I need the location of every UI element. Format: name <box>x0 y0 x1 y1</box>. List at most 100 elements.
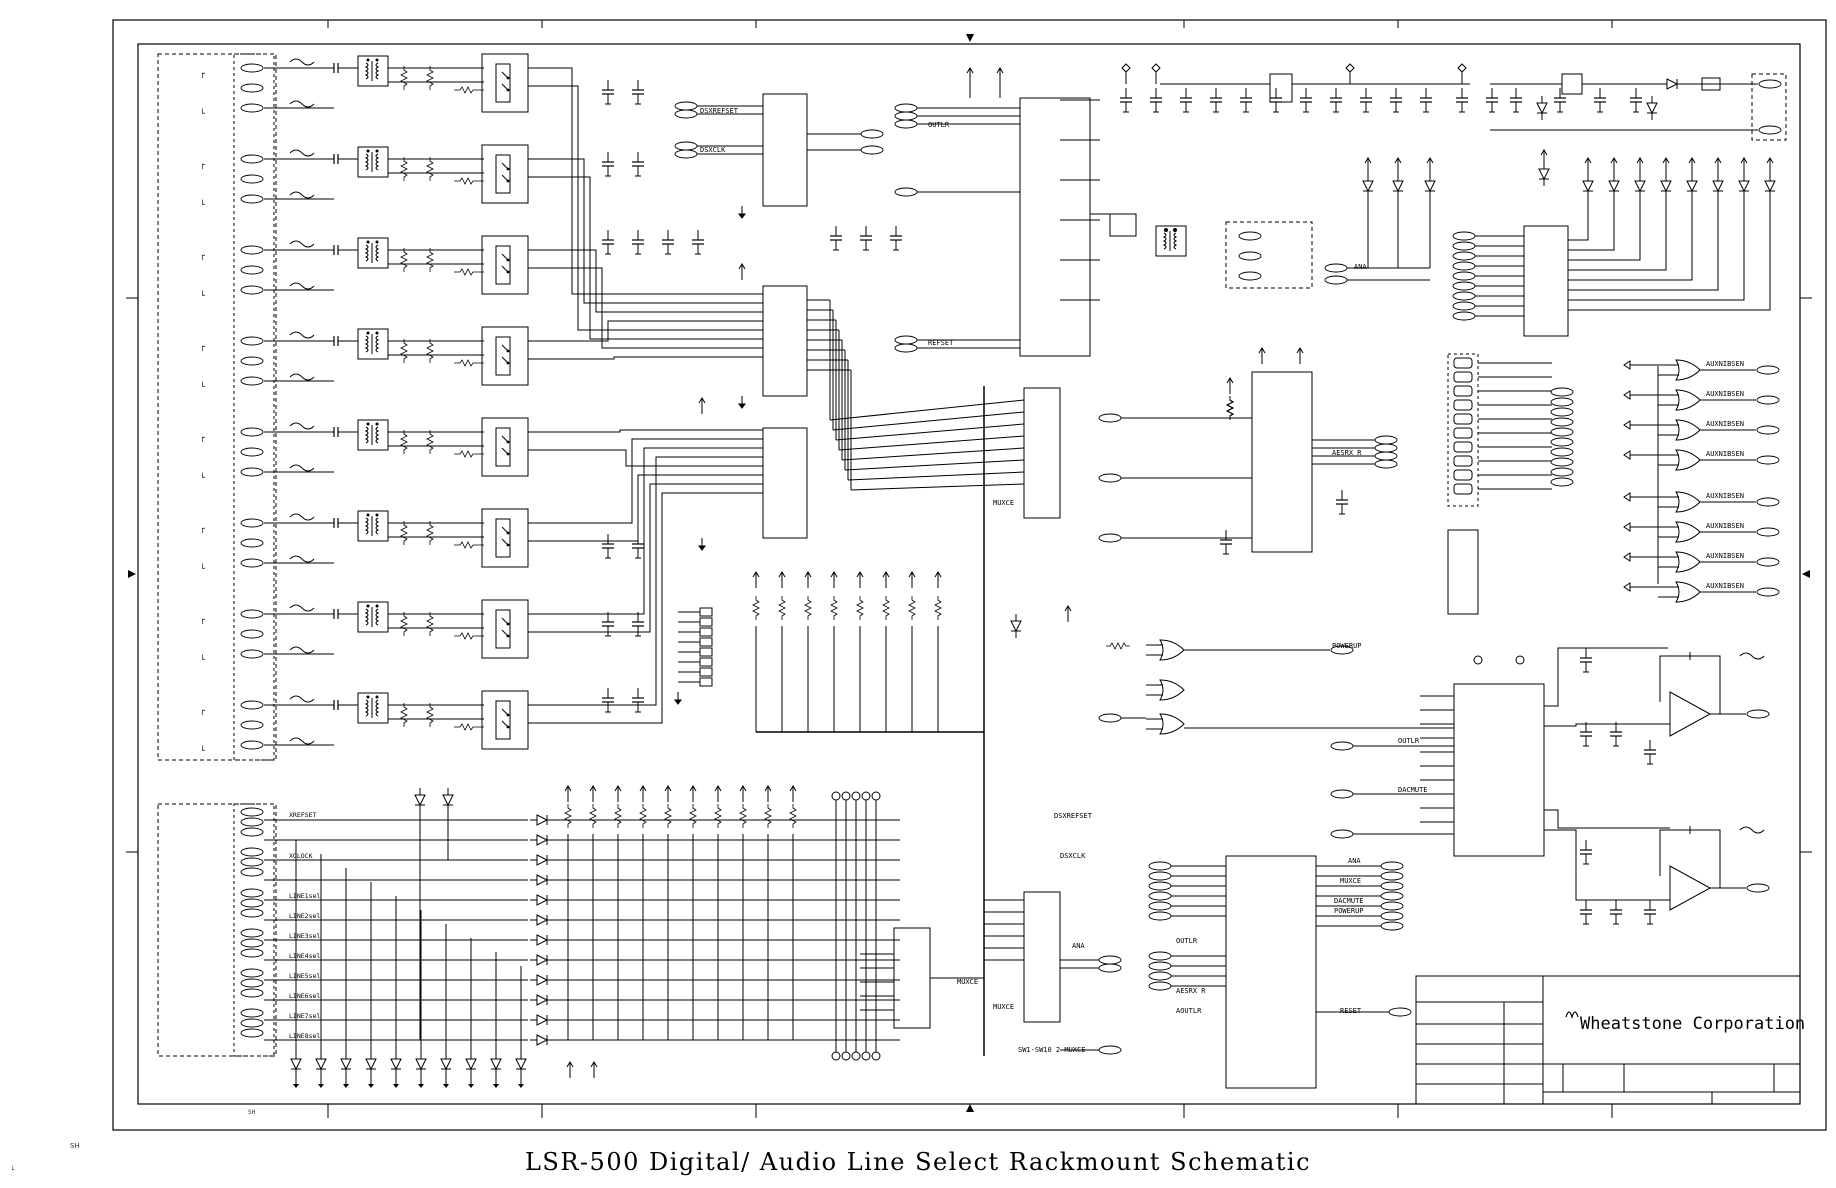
steering-diodes <box>264 785 1412 1089</box>
clamp-diode-icon <box>340 1051 352 1077</box>
diode-icon <box>1010 613 1022 639</box>
connector-pin <box>1380 921 1404 931</box>
ground-icon <box>467 1075 475 1089</box>
decoupling-capacitor-icon <box>1579 647 1593 673</box>
pullup-arrow-icon <box>908 571 916 589</box>
ferrite-icon <box>289 373 315 381</box>
connector-pin <box>240 720 264 730</box>
clamp-diode-icon <box>442 787 454 813</box>
led-output-label: AUXNIBSEN <box>1706 552 1744 560</box>
resistor-icon <box>689 803 697 829</box>
led-output-label: AUXNIBSEN <box>1706 360 1744 368</box>
supply-arrow-icon <box>966 67 974 85</box>
led-output-label: AUXNIBSEN <box>1706 420 1744 428</box>
supply-arrow-icon <box>566 1061 574 1079</box>
svg-text:└: └ <box>200 108 205 118</box>
transformer-icon <box>357 146 389 178</box>
dip-switch-icon <box>699 657 713 667</box>
ic-line-decoder-b <box>762 427 808 539</box>
decoupling-capacitor-icon <box>859 225 873 251</box>
connector-pin <box>1148 961 1172 971</box>
connector-pin <box>240 538 264 548</box>
connector-pin <box>1098 955 1122 965</box>
led-output-label: AUXNIBSEN <box>1706 390 1744 398</box>
decoupling-capacitor-icon <box>601 79 615 105</box>
connector-pin <box>240 1008 264 1018</box>
clamp-diode-icon <box>390 1051 402 1077</box>
transformer-icon <box>357 55 389 87</box>
supply-arrow-icon <box>1394 157 1402 175</box>
connector-pin <box>1148 951 1172 961</box>
connector-pin <box>1452 291 1476 301</box>
ground-icon <box>367 1075 375 1089</box>
svg-text:└: └ <box>200 563 205 573</box>
transformer-icon <box>357 692 389 724</box>
filter-capacitor-icon <box>1359 87 1373 113</box>
net-label-ana3: ANA <box>1348 857 1361 865</box>
connector-pin <box>1452 281 1476 291</box>
supply-arrow-icon <box>1426 157 1434 175</box>
decoupling-capacitor-icon <box>1643 899 1657 925</box>
ic-controller <box>1225 855 1317 1089</box>
net-label-dsxrefset2: DSXREFSET <box>1054 812 1093 820</box>
steering-diode-icon <box>529 874 555 886</box>
ferrite-icon <box>289 555 315 563</box>
dip-switch-icon <box>699 617 713 627</box>
ground-icon <box>417 1075 425 1089</box>
net-label-dacmute: DACMUTE <box>1398 786 1428 794</box>
connector-pin <box>894 103 918 113</box>
supply-arrow-icon <box>1296 347 1304 365</box>
supply-node-icon <box>1345 63 1355 73</box>
connector-pin <box>1550 447 1574 457</box>
steering-diode-icon <box>529 814 555 826</box>
connector-pin <box>1452 241 1476 251</box>
ground-icon <box>492 1075 500 1089</box>
net-label-muxce-note: SW1-SW10 2 MUXCE <box>1018 1046 1085 1054</box>
connector-pin <box>240 245 264 255</box>
connector-pin <box>1374 443 1398 453</box>
decoupling-capacitor-icon <box>1219 529 1233 555</box>
center-marks <box>128 34 1810 1112</box>
resistor-icon <box>426 247 434 273</box>
ferrite-icon <box>289 422 315 430</box>
steering-diode-icon <box>529 834 555 846</box>
audio-input-channels: ┌└┌└┌└┌└┌└┌└┌└┌└ <box>200 53 529 755</box>
net-label-dsxclk2: DSXCLK <box>1060 852 1086 860</box>
resistor-icon <box>400 520 408 546</box>
net-label-powerup: POWERUP <box>1332 642 1362 650</box>
filter-capacitor-icon <box>1509 87 1523 113</box>
dip-switch-icon <box>699 677 713 687</box>
connector-pin <box>240 898 264 908</box>
connector-pin <box>240 867 264 877</box>
filter-capacitor-icon <box>1629 87 1643 113</box>
resistor-icon <box>426 156 434 182</box>
power-supply <box>1119 63 1787 141</box>
pullup-arrow-icon <box>589 785 597 803</box>
clamp-diode-icon <box>440 1051 452 1077</box>
filter-capacitor-icon <box>1329 87 1343 113</box>
clamp-diode-icon <box>315 1051 327 1077</box>
input-channel: ┌└ <box>200 53 529 118</box>
connector-pin <box>1550 437 1574 447</box>
voltage-regulator-icon <box>1561 73 1583 95</box>
connector-pin <box>240 336 264 346</box>
clamp-diode-icon <box>490 1051 502 1077</box>
connector-pin <box>1756 557 1780 567</box>
ferrite-icon <box>289 513 315 521</box>
connector-pin <box>1550 467 1574 477</box>
connector-pin <box>1148 881 1172 891</box>
supply-arrow-icon <box>1688 157 1696 175</box>
resistor-icon <box>778 595 786 621</box>
led-icon <box>1634 173 1646 199</box>
net-label-muxce2: MUXCE <box>957 978 978 986</box>
connector-pin <box>1756 365 1780 375</box>
connector-pin <box>674 149 698 159</box>
ic-mux-latch-b <box>1023 891 1061 1023</box>
connector-pin <box>1758 79 1782 89</box>
connector-pin <box>1452 251 1476 261</box>
connector-pin <box>1550 417 1574 427</box>
resistor-icon <box>639 803 647 829</box>
rectifier-diode-icon <box>1536 95 1548 121</box>
resistor-icon <box>400 247 408 273</box>
xlr-connector-block <box>1225 221 1313 289</box>
